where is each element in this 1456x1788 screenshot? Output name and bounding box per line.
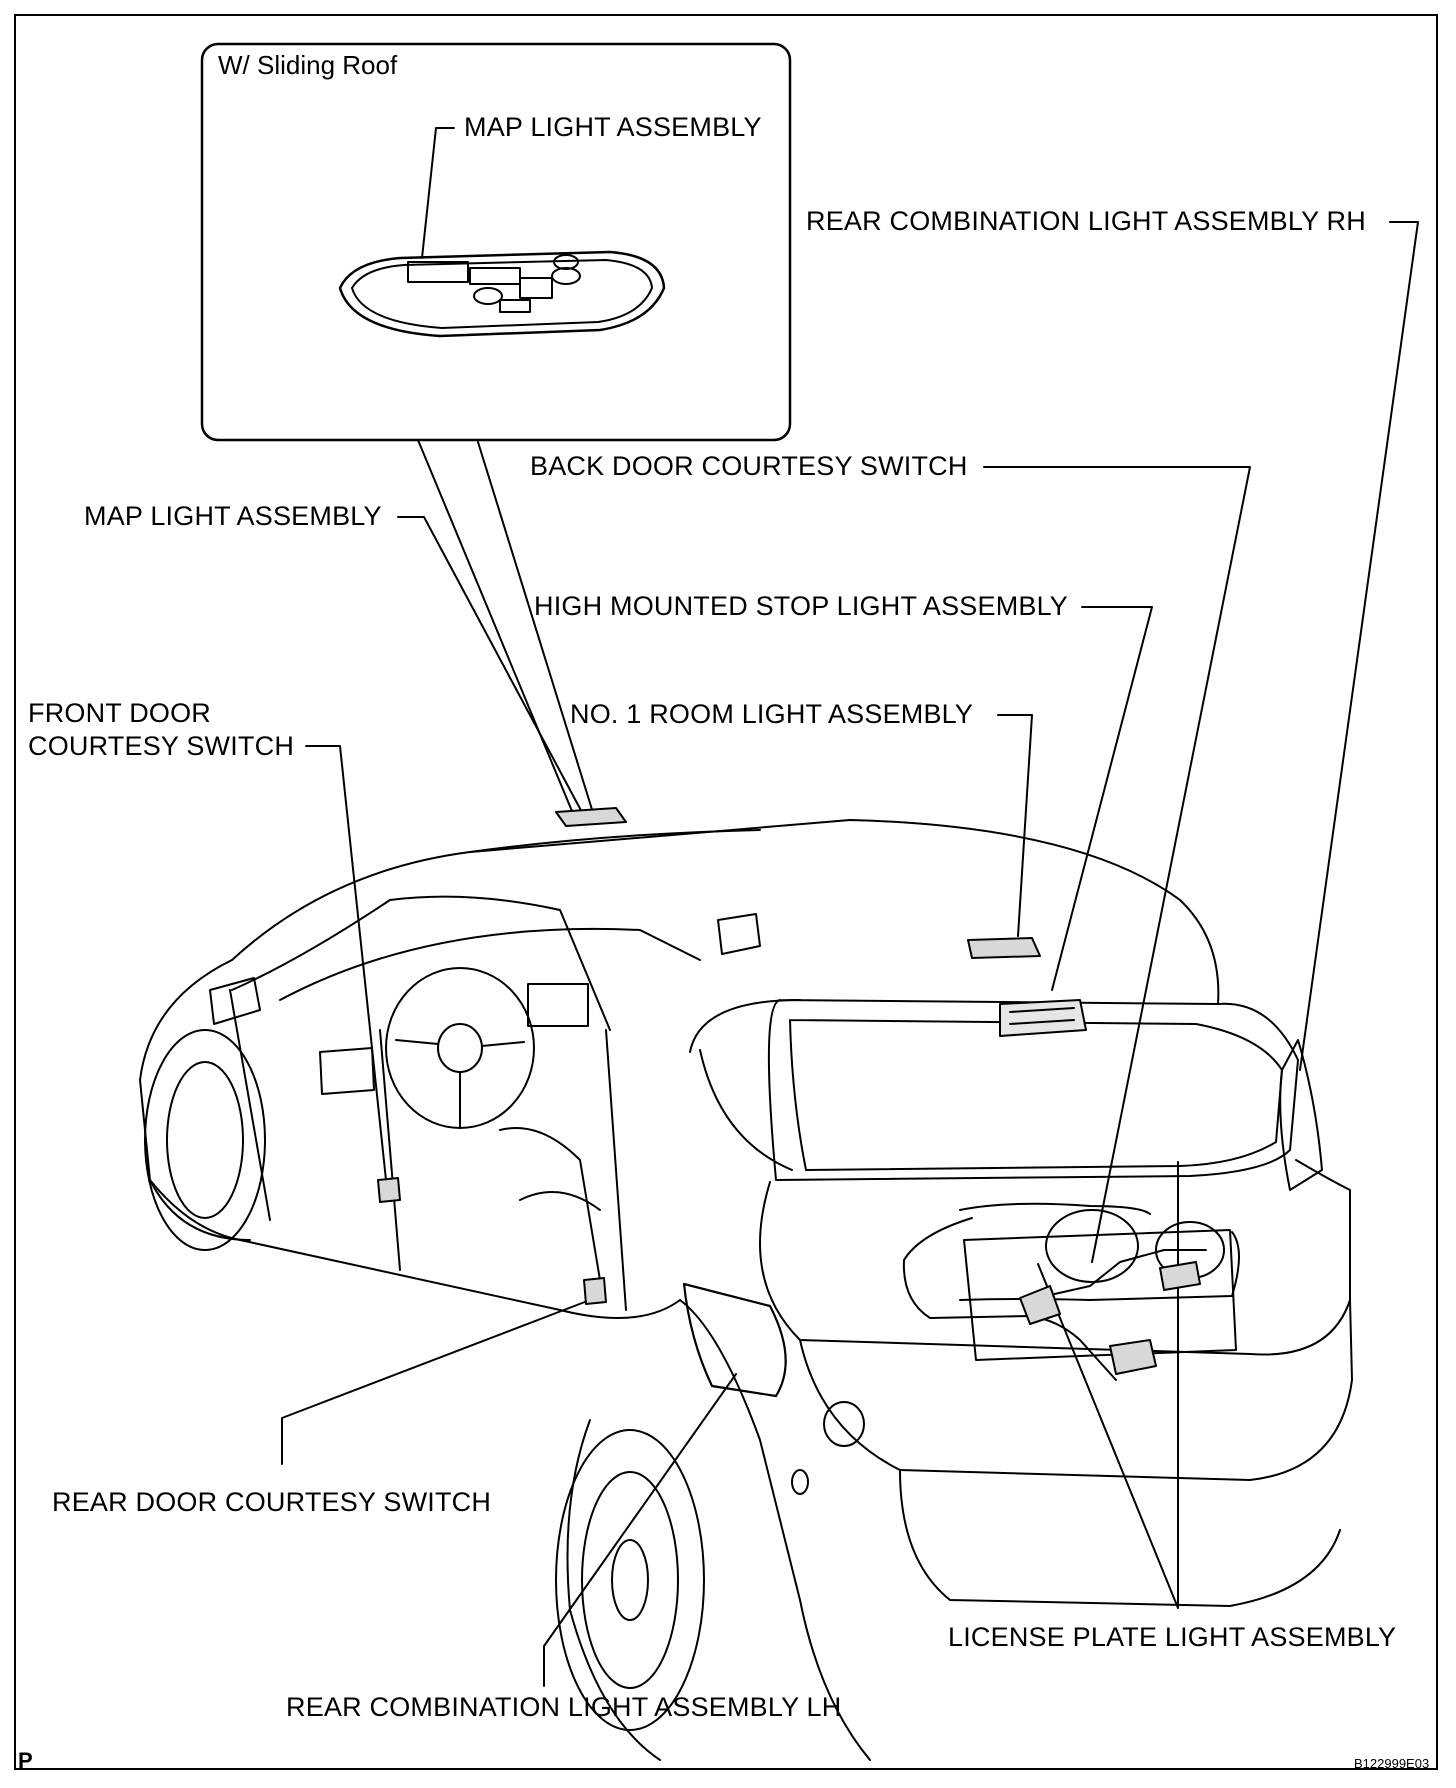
inset-box <box>200 42 792 442</box>
label-map-light: MAP LIGHT ASSEMBLY <box>84 501 382 531</box>
label-front-door-switch-line1: FRONT DOOR <box>28 698 211 728</box>
part-back-door-wiring <box>902 1217 1207 1381</box>
part-high-mount-stop <box>999 999 1087 1037</box>
leader-inset-to-roof <box>417 439 595 817</box>
diagram-frame <box>14 14 1438 1770</box>
leader-rear-combo-rh <box>1299 221 1419 1071</box>
label-rear-combo-rh: REAR COMBINATION LIGHT ASSEMBLY RH <box>806 206 1366 236</box>
page-mark: P <box>18 1748 33 1773</box>
leader-high-mount-stop <box>1051 606 1153 991</box>
part-room-light <box>967 937 1041 959</box>
label-front-door-switch-line2: COURTESY SWITCH <box>28 731 295 761</box>
inset-map-light-label: MAP LIGHT ASSEMBLY <box>464 112 762 142</box>
vehicle-body <box>139 819 1353 1761</box>
leader-back-door-switch <box>983 466 1251 1263</box>
label-license-plate: LICENSE PLATE LIGHT ASSEMBLY <box>948 1622 1397 1652</box>
label-rear-door-switch: REAR DOOR COURTESY SWITCH <box>52 1487 492 1517</box>
part-rear-door-switch <box>583 1277 607 1305</box>
label-high-mount-stop: HIGH MOUNTED STOP LIGHT ASSEMBLY <box>534 591 1069 621</box>
leader-rear-combo-lh <box>543 1373 737 1687</box>
figure-code: B122999E03 <box>1354 1756 1430 1771</box>
inset-map-light-part <box>338 250 666 338</box>
label-back-door-switch: BACK DOOR COURTESY SWITCH <box>530 451 968 481</box>
leader-rear-door-switch <box>281 1299 591 1465</box>
part-front-door-switch <box>377 1177 401 1203</box>
label-rear-combo-lh: REAR COMBINATION LIGHT ASSEMBLY LH <box>286 1692 842 1722</box>
inset-map-light-leader <box>421 127 455 259</box>
leader-front-door-switch <box>305 745 387 1181</box>
label-room-light: NO. 1 ROOM LIGHT ASSEMBLY <box>570 699 974 729</box>
inset-title: W/ Sliding Roof <box>218 50 398 80</box>
leader-room-light <box>997 714 1033 937</box>
leader-map-light <box>397 516 585 817</box>
part-map-light <box>555 807 627 827</box>
leader-license-plate <box>1037 1161 1179 1609</box>
